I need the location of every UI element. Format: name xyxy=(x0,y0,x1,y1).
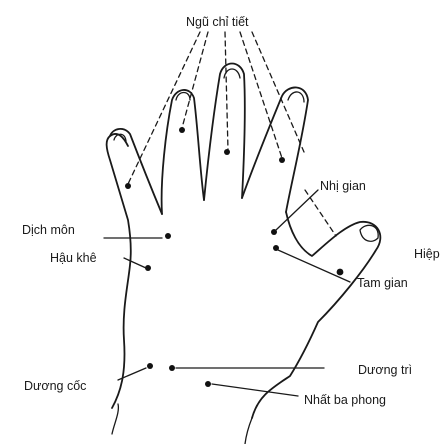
leader-lines xyxy=(104,190,350,396)
label-nhat-ba-phong: Nhất ba phong xyxy=(304,393,386,407)
point-ngu-chi-tiet-4 xyxy=(279,157,285,163)
label-duong-tri: Dương trì xyxy=(358,363,412,377)
label-duong-coc: Dương cốc xyxy=(24,379,86,393)
hand-outline xyxy=(107,64,381,444)
point-hiep xyxy=(337,269,344,276)
point-duong-tri xyxy=(169,365,175,371)
labels: Ngũ chỉ tiết Nhị gian Dịch môn Hậu khê H… xyxy=(22,15,440,407)
point-ngu-chi-tiet-3 xyxy=(224,149,230,155)
label-hiep: Hiệp xyxy=(414,247,440,261)
point-duong-coc xyxy=(147,363,153,369)
point-dich-mon xyxy=(165,233,171,239)
label-tam-gian: Tam gian xyxy=(357,276,408,290)
acupoint-dots xyxy=(125,127,343,387)
label-dich-mon: Dịch môn xyxy=(22,223,75,237)
label-ngu-chi-tiet: Ngũ chỉ tiết xyxy=(186,15,249,29)
point-ngu-chi-tiet-1 xyxy=(125,183,131,189)
label-nhi-gian: Nhị gian xyxy=(320,179,366,193)
point-ngu-chi-tiet-2 xyxy=(179,127,185,133)
label-hau-khe: Hậu khê xyxy=(50,251,97,265)
point-nhat-ba-phong xyxy=(205,381,211,387)
